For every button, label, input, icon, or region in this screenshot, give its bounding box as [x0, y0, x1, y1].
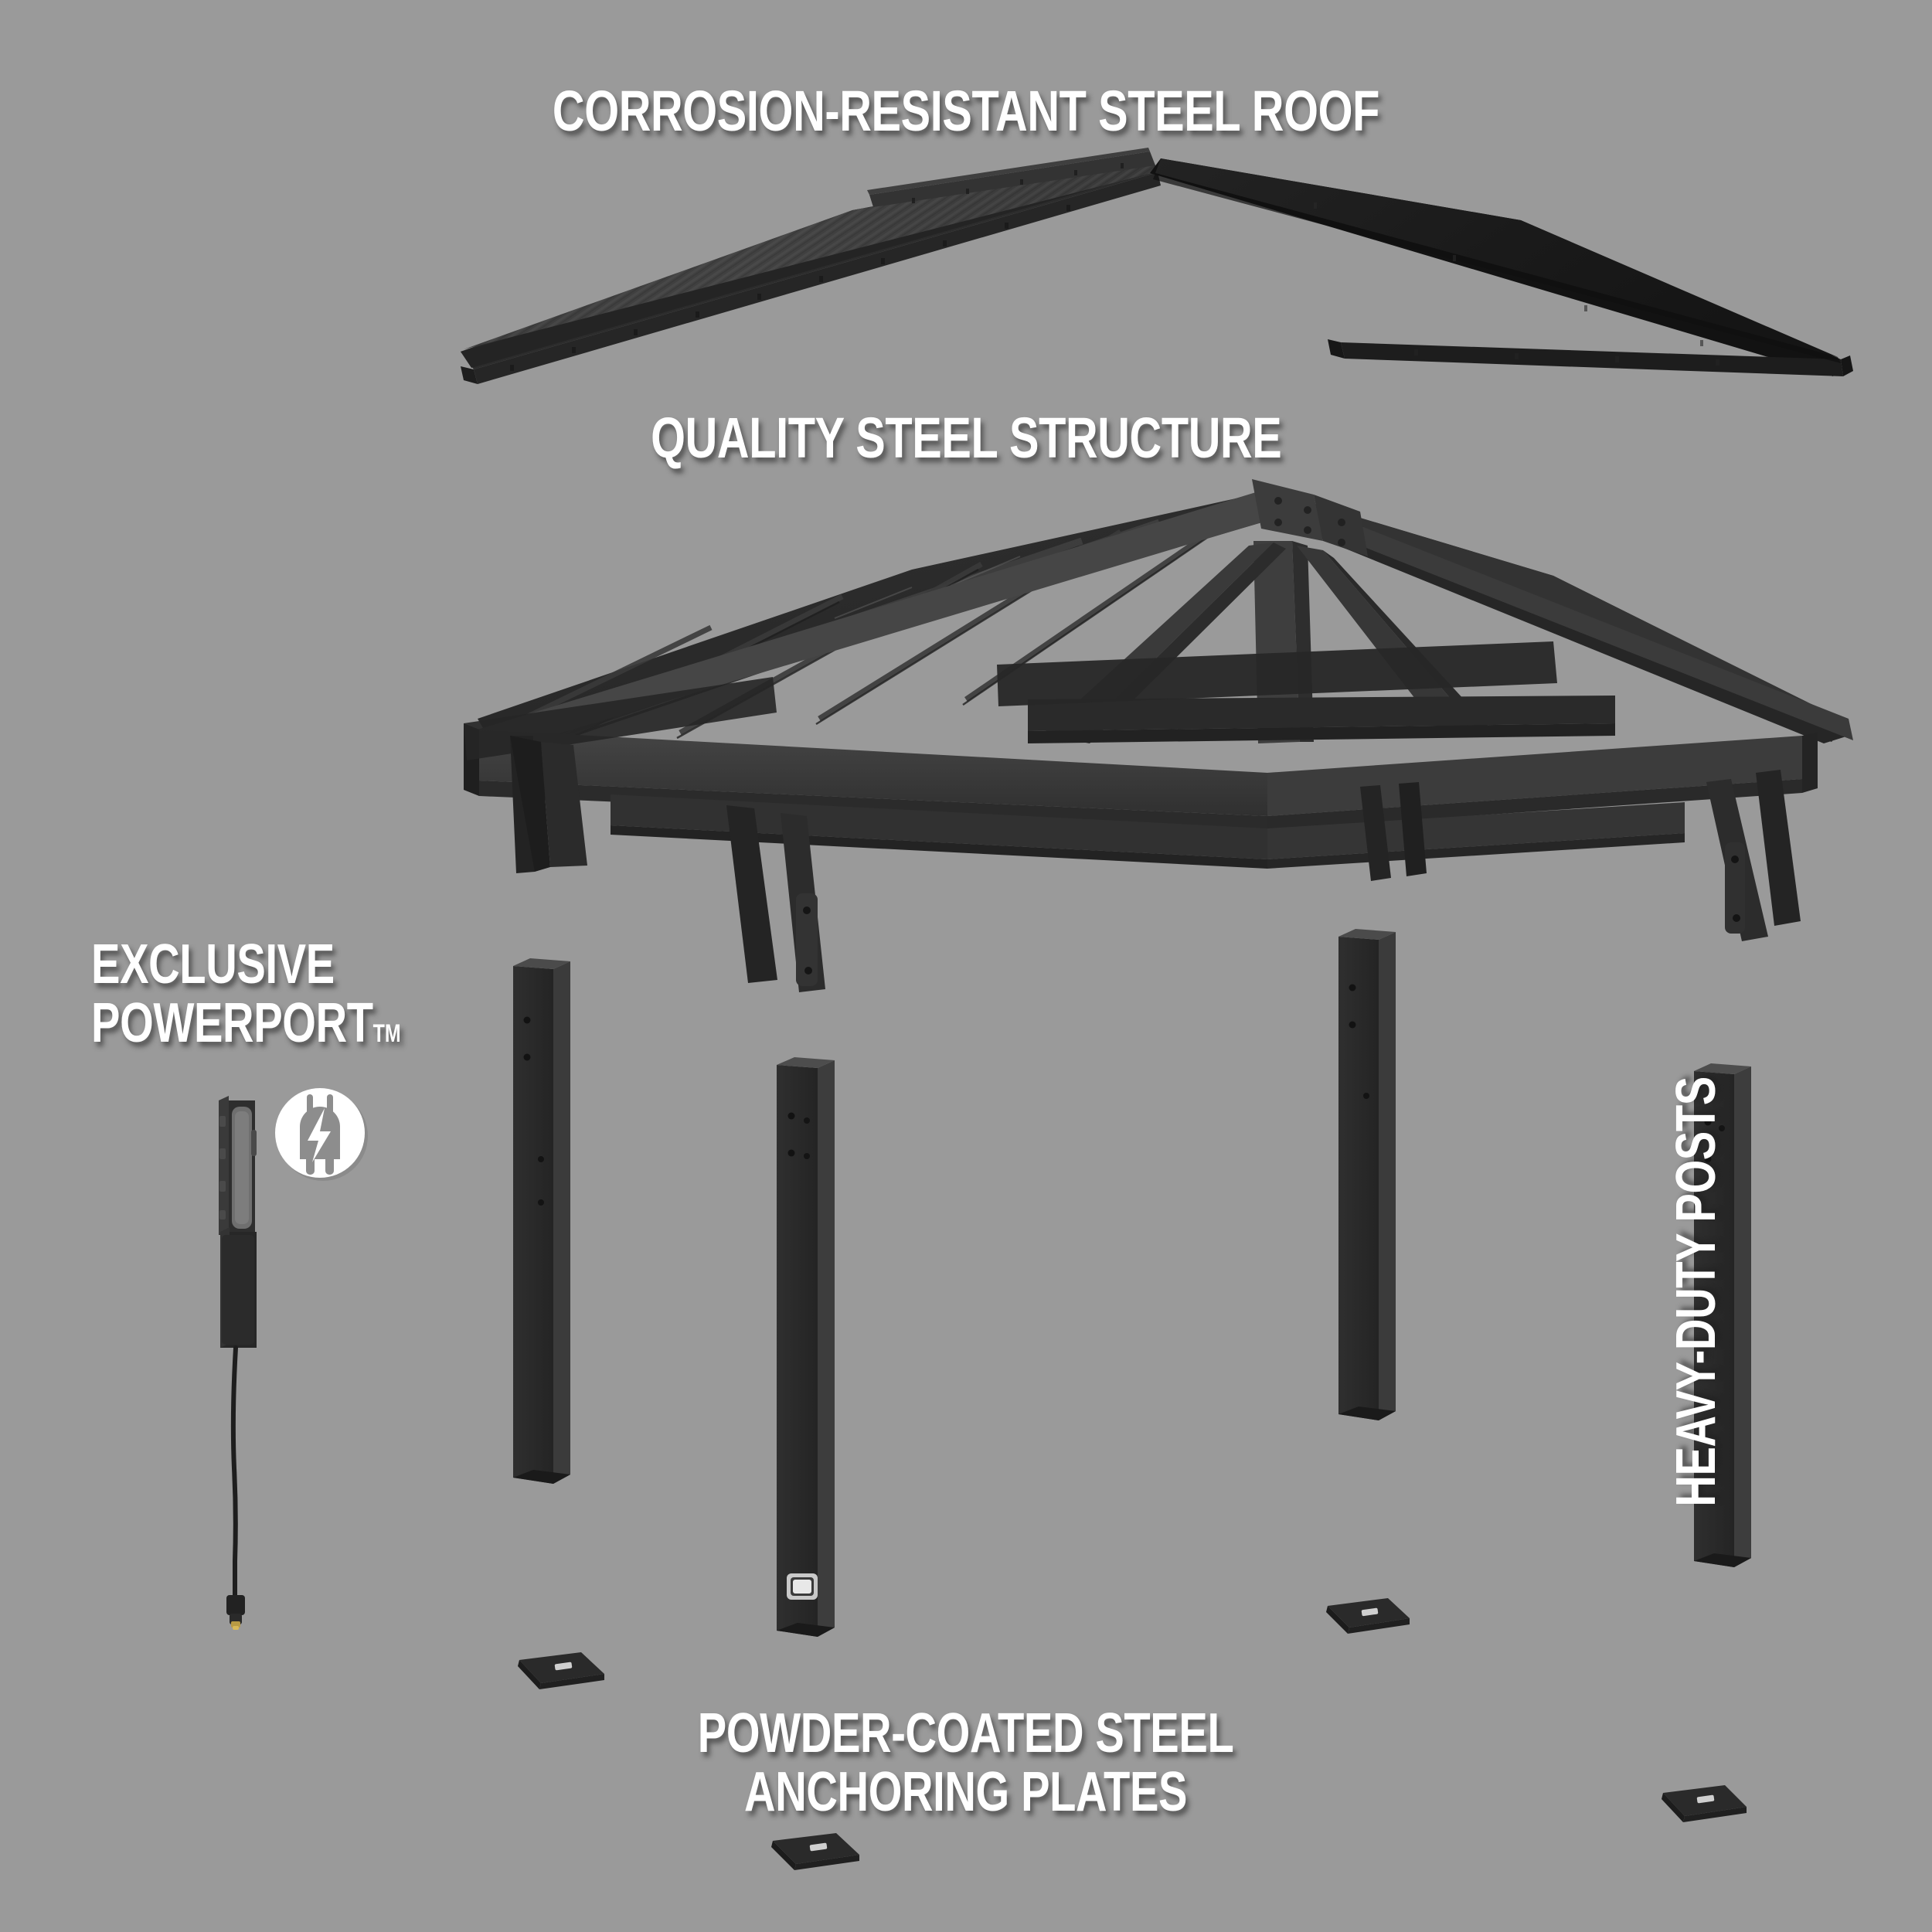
plug-bolt-icon	[300, 1094, 340, 1175]
left-top-chord	[478, 487, 1292, 751]
post-power-outlet	[787, 1573, 818, 1600]
post-2	[777, 1057, 835, 1637]
powerport-module	[219, 1096, 257, 1630]
corner-bracket-right	[1706, 770, 1801, 941]
label-quality-steel-structure: QUALITY STEEL STRUCTURE	[650, 406, 1282, 470]
corner-bracket-front	[726, 805, 825, 992]
label-heavy-duty-posts: HEAVY-DUTY POSTS	[1665, 1077, 1727, 1507]
anchor-plate-3	[1326, 1598, 1410, 1634]
lower-rail-left	[611, 794, 1267, 859]
power-plug-badge	[275, 1088, 368, 1181]
post-3	[1338, 929, 1396, 1420]
back-tie-beam	[1028, 696, 1615, 731]
label-corrosion-resistant-steel-roof: CORROSION-RESISTANT STEEL ROOF	[552, 79, 1380, 143]
anchor-plate-2	[771, 1833, 859, 1870]
anchor-plate-4	[1662, 1785, 1747, 1822]
corner-bracket-back-right	[1360, 782, 1427, 881]
ridge-joint-plate	[1252, 479, 1368, 556]
anchor-plate-1	[518, 1652, 604, 1689]
post-4	[1694, 1063, 1751, 1567]
plates-label-line1: POWDER-COATED STEEL	[698, 1702, 1234, 1764]
trademark-symbol: TM	[372, 1019, 401, 1048]
post-1	[513, 958, 570, 1484]
powerport-label-line2: POWERPORT	[91, 992, 373, 1055]
plates-label-line2: ANCHORING PLATES	[744, 1761, 1188, 1824]
anchor-plates-group	[518, 1598, 1747, 1870]
roof-assembly	[461, 148, 1853, 384]
steel-frame-structure	[464, 479, 1853, 992]
left-roof-panel	[461, 148, 1161, 384]
powerport-label-line1: EXCLUSIVE	[91, 934, 335, 995]
right-roof-panel	[1150, 158, 1853, 376]
posts-group	[513, 929, 1751, 1637]
corner-bracket-left	[510, 736, 587, 873]
